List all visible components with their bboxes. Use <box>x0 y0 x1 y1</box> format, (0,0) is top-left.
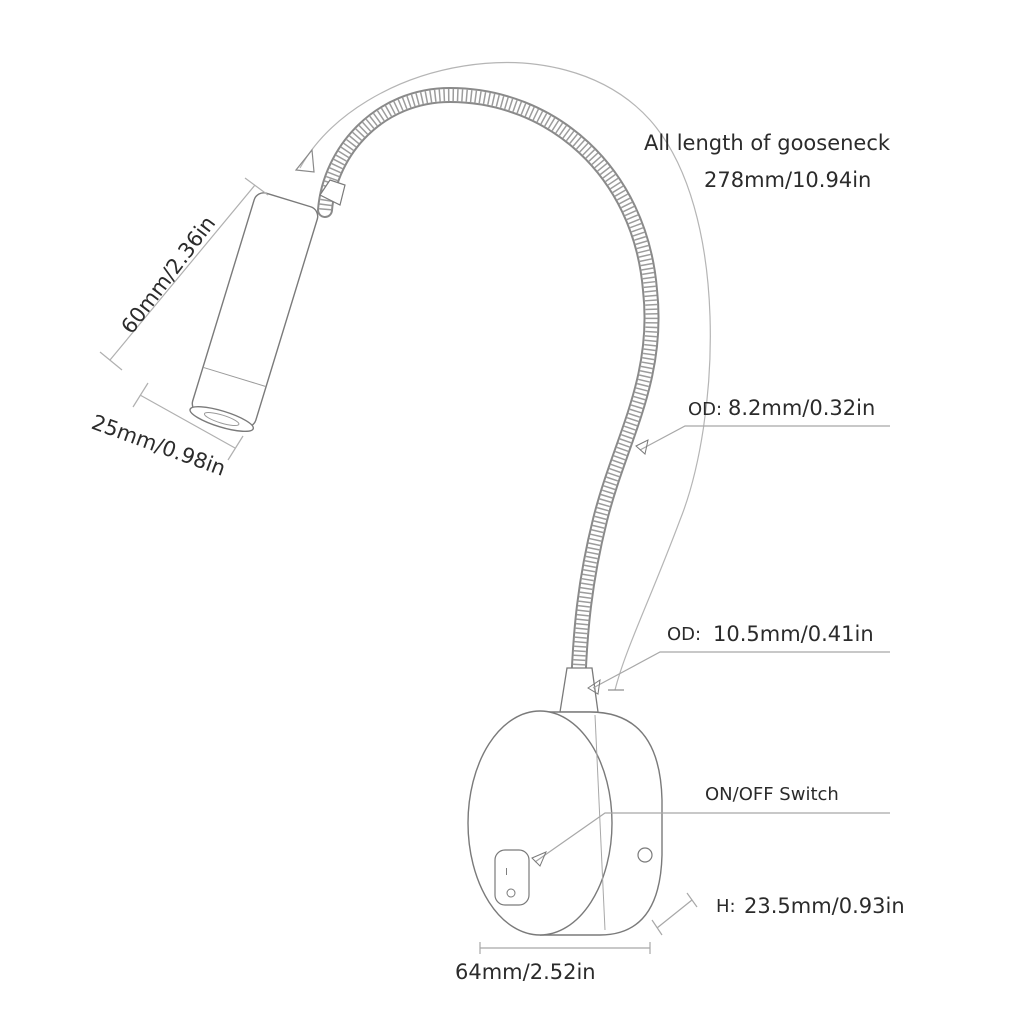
od-large-leader <box>592 651 890 689</box>
gooseneck-title-label: All length of gooseneck <box>644 131 891 155</box>
od-large-arrow <box>587 678 601 695</box>
gooseneck-ribs <box>319 88 658 691</box>
svg-text:I: I <box>505 867 508 878</box>
od-small-prefix-label: OD: <box>688 399 723 420</box>
height-prefix-label: H: <box>716 896 736 917</box>
height-value-label: 23.5mm/0.93in <box>744 894 905 918</box>
base-body: I <box>467 710 663 936</box>
base-width-label: 64mm/2.52in <box>455 960 596 984</box>
switch-leader <box>534 812 890 863</box>
switch-label: ON/OFF Switch <box>705 784 839 805</box>
height-dim-tick-a <box>651 919 663 936</box>
height-dim-line <box>656 899 693 929</box>
head-length-dim-line <box>109 184 256 361</box>
od-large-prefix-label: OD: <box>667 624 702 645</box>
gooseneck-length-arc <box>299 62 711 691</box>
od-large-value-label: 10.5mm/0.41in <box>713 622 874 646</box>
head-diameter-dim-tick-right <box>227 435 244 461</box>
od-small-arrow <box>635 439 649 455</box>
head-diameter-dim-tick-left <box>132 382 149 408</box>
gooseneck-arrow-head <box>294 148 315 173</box>
od-small-value-label: 8.2mm/0.32in <box>728 396 876 420</box>
lamp-head <box>189 192 319 433</box>
gooseneck-tube <box>317 86 660 698</box>
gooseneck-tube-inner <box>319 88 658 696</box>
height-dim-tick-b <box>686 892 698 908</box>
switch-arrow <box>531 851 547 867</box>
head-length-dim-tick-top <box>244 177 269 196</box>
lamp-head-neck <box>319 179 346 206</box>
head-length-dim-tick-bottom <box>99 351 123 371</box>
head-diameter-dim-line <box>139 394 236 449</box>
od-small-leader <box>639 425 890 451</box>
gooseneck-value-label: 278mm/10.94in <box>704 168 872 192</box>
